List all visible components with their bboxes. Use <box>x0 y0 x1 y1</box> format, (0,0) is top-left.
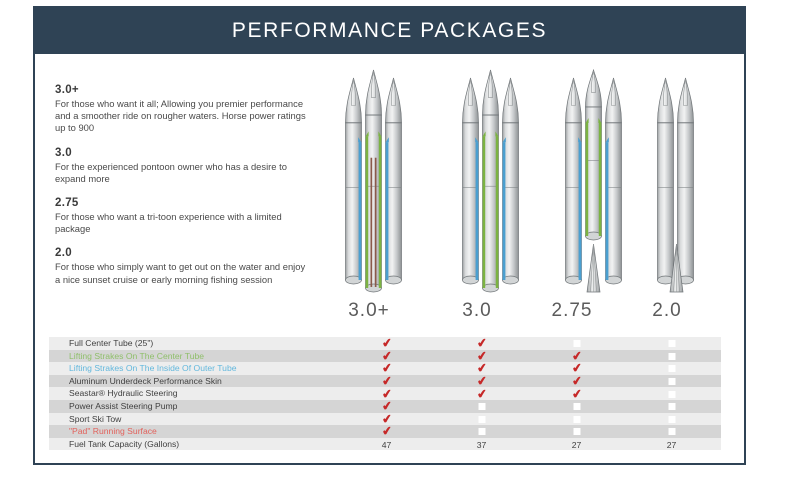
feature-blank-cell <box>624 425 719 438</box>
feature-blank-cell <box>529 413 624 426</box>
feature-blank-cell <box>529 400 624 413</box>
blank-square-icon <box>573 415 580 423</box>
feature-blank-cell <box>624 413 719 426</box>
blank-square-icon <box>668 390 675 398</box>
table-row: Power Assist Steering Pump✔ <box>49 399 721 414</box>
blank-square-icon <box>668 428 675 436</box>
table-row: "Pad" Running Surface✔ <box>49 424 721 439</box>
feature-label: "Pad" Running Surface <box>69 426 157 437</box>
table-row: Seastar® Hydraulic Steering✔✔✔ <box>49 386 721 401</box>
table-row: Aluminum Underdeck Performance Skin✔✔✔ <box>49 373 721 389</box>
package-description-title: 2.75 <box>55 197 79 210</box>
blank-square-icon <box>573 403 580 411</box>
feature-label: Aluminum Underdeck Performance Skin <box>69 375 222 386</box>
outer-tube-right <box>385 77 402 290</box>
column-headers: 3.0+ 3.0 2.75 2.0 <box>307 300 732 330</box>
table-row: Lifting Strakes On The Inside Of Outer T… <box>49 361 721 376</box>
package-description-body: For those who simply want to get out on … <box>55 261 306 285</box>
feature-label: Fuel Tank Capacity (Gallons) <box>69 438 180 449</box>
feature-blank-cell <box>624 337 719 350</box>
feature-label: Full Center Tube (25") <box>69 338 154 348</box>
feature-blank-cell <box>624 400 719 413</box>
feature-blank-cell <box>624 387 719 400</box>
feature-value: 27 <box>571 440 582 451</box>
feature-label: Seastar® Hydraulic Steering <box>69 388 178 399</box>
feature-blank-cell <box>434 425 529 438</box>
blank-square-icon <box>478 428 485 436</box>
outer-tube-left <box>345 77 362 290</box>
performance-packages-card: PERFORMANCE PACKAGES 3.0+ For those who w… <box>33 6 746 465</box>
feature-blank-cell <box>434 413 529 426</box>
blank-square-icon <box>668 340 675 348</box>
feature-blank-cell <box>529 337 624 350</box>
outer-tube-left <box>565 77 582 290</box>
feature-blank-cell <box>529 425 624 438</box>
center-tube <box>365 69 382 298</box>
package-descriptions: 3.0+ For those who want it all; Allowing … <box>55 84 307 286</box>
outer-tube-right <box>677 77 694 290</box>
feature-blank-cell <box>434 400 529 413</box>
blank-square-icon <box>668 352 675 360</box>
feature-comparison-table: Full Center Tube (25")✔✔Lifting Strakes … <box>49 336 721 451</box>
package-description-body: For those who want it all; Allowing you … <box>55 98 306 134</box>
package-description-3.0+: 3.0+ For those who want it all; Allowing … <box>55 84 307 135</box>
outer-tube-right <box>502 77 519 290</box>
feature-value-cell: 37 <box>434 438 529 451</box>
center-tube <box>482 69 499 298</box>
outer-tube-right <box>605 77 622 290</box>
package-description-title: 3.0 <box>55 146 72 159</box>
blank-square-icon <box>668 415 675 423</box>
title-bar: PERFORMANCE PACKAGES <box>35 8 744 54</box>
feature-label: Lifting Strakes On The Inside Of Outer T… <box>69 363 237 374</box>
outer-tube-left <box>462 77 479 290</box>
nose-cone-fin <box>669 243 684 298</box>
blank-square-icon <box>573 340 580 348</box>
feature-blank-cell <box>624 375 719 388</box>
blank-square-icon <box>478 415 485 423</box>
feature-label: Sport Ski Tow <box>69 413 122 424</box>
package-description-title: 2.0 <box>55 247 72 260</box>
nose-cone-fin <box>586 243 601 298</box>
feature-value-cell: 47 <box>339 438 434 451</box>
blank-square-icon <box>668 403 675 411</box>
feature-value: 27 <box>666 440 677 451</box>
center-tube <box>585 68 602 246</box>
package-description-title: 3.0+ <box>55 84 79 96</box>
column-header-3.0: 3.0 <box>462 300 492 321</box>
column-header-2.75: 2.75 <box>551 300 593 321</box>
feature-value-cell: 27 <box>529 438 624 451</box>
feature-blank-cell <box>624 362 719 375</box>
outer-tube-left <box>657 77 674 290</box>
blank-square-icon <box>668 365 675 373</box>
feature-label: Lifting Strakes On The Center Tube <box>69 350 205 361</box>
blank-square-icon <box>573 428 580 436</box>
feature-label: Power Assist Steering Pump <box>69 400 178 411</box>
feature-value: 37 <box>476 440 487 451</box>
page-title: PERFORMANCE PACKAGES <box>231 19 548 42</box>
package-description-body: For the experienced pontoon owner who ha… <box>55 160 287 184</box>
package-description-body: For those who want a tri-toon experience… <box>55 211 282 235</box>
table-row: Fuel Tank Capacity (Gallons) 47 37 27 27 <box>49 437 721 451</box>
column-header-3.0+: 3.0+ <box>348 300 390 321</box>
blank-square-icon <box>478 403 485 411</box>
blank-square-icon <box>668 378 675 386</box>
column-header-2.0: 2.0 <box>652 300 682 321</box>
table-row: Lifting Strakes On The Center Tube✔✔✔ <box>49 348 721 364</box>
feature-value-cell: 27 <box>624 438 719 451</box>
feature-value: 47 <box>381 440 392 451</box>
tube-illustrations <box>307 68 732 298</box>
feature-blank-cell <box>624 350 719 363</box>
table-row: Full Center Tube (25")✔✔ <box>49 336 721 351</box>
table-row: Sport Ski Tow✔ <box>49 411 721 426</box>
